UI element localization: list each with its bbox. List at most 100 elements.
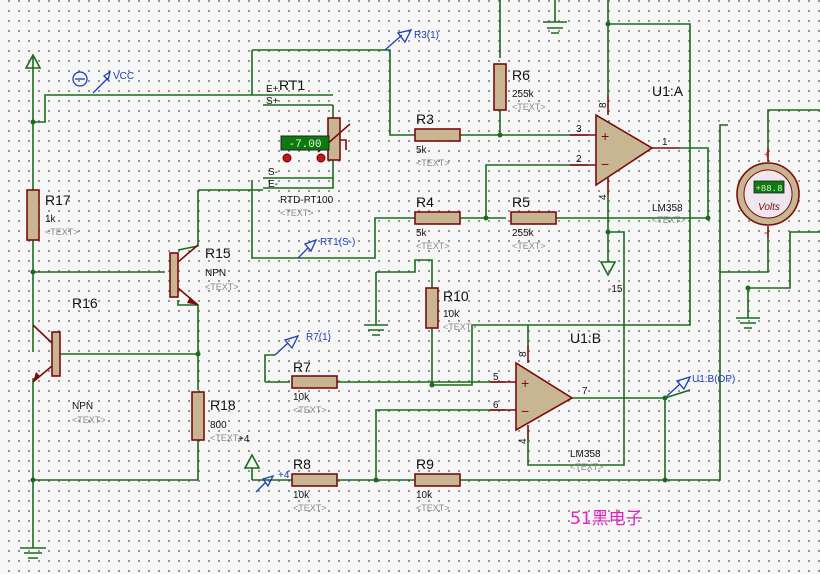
- probe-arrow-icon: [274, 334, 300, 356]
- junction-dot: [745, 285, 751, 291]
- transistor-r15[interactable]: R15 NPN <TEXT>: [169, 244, 239, 306]
- text-placeholder: <TEXT>: [570, 462, 604, 472]
- text-placeholder: <TEXT>: [416, 241, 450, 251]
- transistor-ref: R16: [72, 295, 98, 311]
- pin-number: 4: [598, 194, 609, 200]
- resistor-value: 10k: [293, 490, 310, 501]
- opamp-plus-sign: +: [601, 128, 609, 144]
- rtd-pt100-rt1[interactable]: RT1 E+ S+ S- E- -7.00 RTD-PT100 <TEXT>: [266, 77, 351, 218]
- resistor-ref: R5: [512, 194, 530, 210]
- junction-dot: [497, 132, 503, 138]
- opamp-body: [595, 113, 654, 187]
- resistor-value: 255k: [512, 89, 535, 100]
- resistor-r3[interactable]: R3 5k <TEXT>: [414, 111, 461, 168]
- ground-icon: [543, 21, 567, 34]
- ground-icon: [736, 317, 760, 329]
- voltmeter[interactable]: +88.8 Volts + -: [736, 148, 800, 239]
- probe-r7-1[interactable]: R7(1): [274, 332, 331, 356]
- resistor-ref: R7: [293, 359, 311, 375]
- probe-arrow-icon: [666, 375, 692, 397]
- pin-label-e-plus: E+: [266, 84, 279, 95]
- junction-dot: [30, 477, 36, 483]
- pin-label-e-minus: E-: [268, 179, 278, 190]
- junction-dot: [195, 351, 201, 357]
- emitter-arrow-icon: [33, 372, 40, 382]
- probe-label: RT1(S-): [320, 237, 355, 248]
- resistor-r7[interactable]: R7 10k <TEXT>: [291, 359, 338, 415]
- opamp-minus-sign: −: [521, 403, 529, 419]
- resistor-ref: R3: [416, 111, 434, 127]
- opamp-model: LM358: [652, 203, 683, 214]
- resistor-body: [26, 189, 40, 241]
- probe-plus4[interactable]: +4: [255, 470, 290, 493]
- decrement-button[interactable]: [282, 153, 292, 163]
- resistor-body: [191, 391, 205, 441]
- junction-dot: [30, 119, 36, 125]
- resistor-ref: R10: [443, 288, 469, 304]
- increment-button[interactable]: [316, 153, 326, 163]
- rtd-ref: RT1: [279, 77, 305, 93]
- resistor-ref: R17: [45, 192, 71, 208]
- pin-number: 5: [493, 372, 499, 383]
- power-arrow-icon: [243, 453, 261, 480]
- pin-label-s-minus: S-: [268, 167, 278, 178]
- voltmeter-plus: +: [764, 150, 770, 161]
- wires: [32, 0, 820, 548]
- resistor-r10[interactable]: R10 10k <TEXT>: [425, 287, 477, 332]
- opamp-leads: [490, 345, 529, 440]
- probe-label: R3(1): [414, 30, 439, 41]
- pin-number: 6: [493, 400, 499, 411]
- opamp-u1b[interactable]: + − 5 6 7 8 4 U1:B LM358 <TEXT>: [490, 330, 604, 472]
- power-arrow-icon: [24, 53, 42, 69]
- resistor-value: 255k: [512, 228, 535, 239]
- text-placeholder: <TEXT>: [512, 102, 546, 112]
- pin-label-s-plus: S+: [266, 96, 279, 107]
- opamp-ref: U1:A: [652, 83, 684, 99]
- watermark: 51黑电子: [570, 509, 643, 529]
- resistor-ref: R18: [210, 397, 236, 413]
- resistor-r6[interactable]: R6 255k <TEXT>: [493, 63, 546, 112]
- transistor-r16[interactable]: R16 NPN <TEXT>: [32, 295, 106, 425]
- resistor-ref: R4: [416, 194, 434, 210]
- supply-label-plus4: +4: [238, 434, 250, 445]
- probe-r3-1[interactable]: R3(1): [384, 29, 439, 51]
- probe-arrow-icon: [384, 29, 413, 51]
- voltmeter-minus: -: [764, 225, 768, 239]
- probe-arrow-icon: [255, 474, 275, 493]
- probe-u1b-op[interactable]: U1:B(OP): [666, 374, 735, 397]
- transistor-ref: R15: [205, 245, 231, 261]
- resistor-r17[interactable]: R17 1k <TEXT>: [26, 189, 79, 241]
- resistor-r9[interactable]: R9 10k <TEXT>: [414, 456, 461, 513]
- resistor-value: 1k: [45, 214, 57, 225]
- pin-number: 4: [518, 438, 529, 444]
- resistor-body: [291, 473, 338, 487]
- text-placeholder: <TEXT>: [652, 215, 686, 225]
- voltmeter-unit: Volts: [758, 202, 780, 213]
- resistor-r4[interactable]: R4 5k <TEXT>: [414, 194, 461, 251]
- text-placeholder: <TEXT>: [293, 503, 327, 513]
- text-placeholder: <TEXT>: [205, 282, 239, 292]
- probe-vcc[interactable]: VCC: [72, 70, 134, 94]
- resistor-r5[interactable]: R5 255k <TEXT>: [510, 194, 557, 251]
- resistor-body: [414, 473, 461, 487]
- text-placeholder: <TEXT>: [416, 503, 450, 513]
- resistor-ref: R6: [512, 67, 530, 83]
- junction-dot: [662, 395, 668, 401]
- resistor-r8[interactable]: R8 10k <TEXT>: [291, 456, 338, 513]
- junction-dot: [605, 229, 611, 235]
- resistor-r18[interactable]: R18 800 <TEXT>: [191, 391, 244, 443]
- ground-icon: [364, 324, 388, 336]
- text-placeholder: <TEXT>: [45, 227, 79, 237]
- resistor-value: 800: [210, 420, 227, 431]
- probe-arrow-icon: [92, 70, 112, 94]
- resistor-value: 10k: [416, 490, 433, 501]
- voltmeter-reading: +88.8: [755, 184, 782, 194]
- opamp-minus-sign: −: [601, 156, 609, 172]
- junction-dot: [373, 477, 379, 483]
- probe-rt1-s-minus[interactable]: RT1(S-): [297, 237, 355, 259]
- text-placeholder: <TEXT>: [416, 158, 450, 168]
- pin-number: 2: [576, 154, 582, 165]
- resistor-value: 10k: [443, 309, 460, 320]
- opamp-u1a[interactable]: + − 3 2 1 8 4 U1:A LM358 <TEXT>: [570, 83, 686, 225]
- text-placeholder: <TEXT>: [293, 405, 327, 415]
